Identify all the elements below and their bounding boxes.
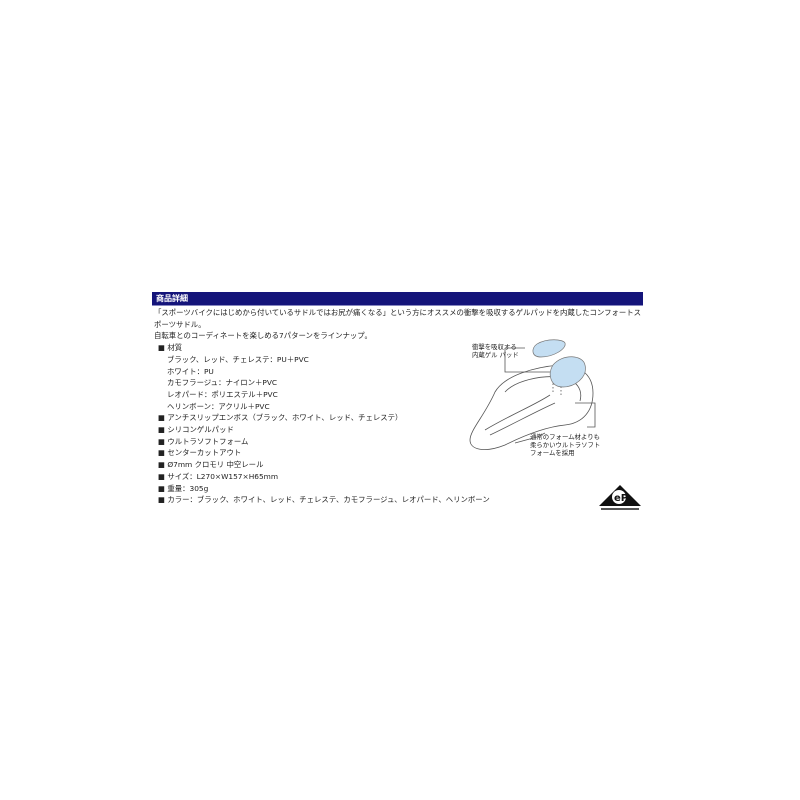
product-description: 「スポーツバイクにはじめから付いているサドルではお尻が痛くなる」という方にオスス… — [152, 307, 643, 342]
foam-label: 通常のフォーム材よりも 柔らかいウルトラソフト フォームを採用 — [530, 433, 600, 457]
label-line: 内蔵ゲル パッド — [472, 351, 519, 359]
feature-item: ■ ウルトラソフトフォーム — [158, 436, 249, 446]
feature-item: ■ Ø7mm クロモリ 中空レール — [158, 460, 264, 470]
gel-pad-label: 衝撃を吸収する 内蔵ゲル パッド — [472, 343, 519, 359]
label-line: 柔らかいウルトラソフト — [530, 441, 601, 449]
svg-text:eP: eP — [614, 493, 628, 504]
spec-list: ■ 材質 ブラック、レッド、チェレステ：PU＋PVC ホワイト：PU カモフラー… — [152, 342, 643, 506]
feature-item: ■ カラー：ブラック、ホワイト、レッド、チェレステ、カモフラージュ、レオパード、… — [158, 495, 490, 505]
material-item: ホワイト：PU — [167, 366, 214, 376]
label-line: 通常のフォーム材よりも — [530, 433, 600, 441]
material-item: ブラック、レッド、チェレステ：PU＋PVC — [167, 354, 309, 364]
feature-item: ■ サイズ：L270×W157×H65mm — [158, 471, 279, 481]
intro-line: 自転車とのコーディネートを楽しめる7パターンをラインナップ。 — [154, 331, 372, 341]
brand-logo: eP — [599, 485, 641, 510]
feature-item: ■ 重量：305g — [158, 483, 209, 493]
intro-line: 「スポーツバイクにはじめから付いているサドルではお尻が痛くなる」という方にオスス… — [154, 308, 642, 329]
material-item: レオパード：ポリエステル＋PVC — [167, 389, 278, 399]
gel-pad-shapes — [532, 339, 586, 388]
feature-item: ■ センターカットアウト — [158, 448, 242, 458]
feature-item: ■ アンチスリップエンボス（ブラック、ホワイト、レッド、チェレステ） — [158, 413, 403, 423]
material-heading: ■ 材質 — [158, 343, 183, 353]
material-item: ヘリンボーン：アクリル＋PVC — [167, 401, 270, 411]
section-header: 商品詳細 — [152, 292, 643, 306]
label-line: 衝撃を吸収する — [472, 343, 517, 351]
product-details-section: 商品詳細 「スポーツバイクにはじめから付いているサドルではお尻が痛くなる」という… — [152, 292, 643, 506]
label-line: フォームを採用 — [530, 449, 575, 457]
saddle-illustration — [469, 339, 596, 450]
material-item: カモフラージュ：ナイロン＋PVC — [167, 378, 278, 388]
feature-item: ■ シリコンゲルパッド — [158, 425, 234, 435]
